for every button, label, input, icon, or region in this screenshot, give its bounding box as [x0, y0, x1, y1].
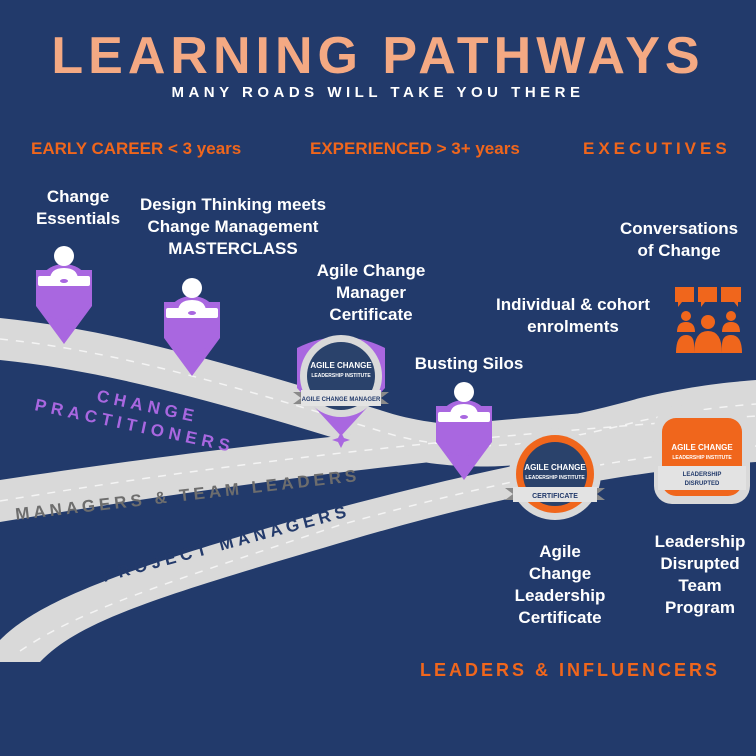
category-early-career: EARLY CAREER < 3 years: [31, 139, 242, 158]
page-title: LEARNING PATHWAYS: [51, 27, 705, 85]
svg-text:DISRUPTED: DISRUPTED: [685, 481, 720, 487]
course-conversations-of-change: Conversations of Change: [619, 219, 739, 260]
svg-text:LEADERSHIP INSTITUTE: LEADERSHIP INSTITUTE: [311, 373, 371, 379]
leadership-disrupted-badge: AGILE CHANGE LEADERSHIP INSTITUTE LEADER…: [654, 410, 750, 504]
learner-laptop-icon: [438, 382, 490, 422]
leaders-influencers-label: LEADERS & INFLUENCERS: [420, 660, 721, 680]
category-experienced: EXPERIENCED > 3+ years: [310, 139, 520, 158]
group-chat-icon: [675, 287, 742, 353]
agile-change-manager-badge: AGILE CHANGE LEADERSHIP INSTITUTE AGILE …: [293, 335, 389, 448]
course-leadership-disrupted-team-program: Leadership Disrupted Team Program: [654, 532, 746, 617]
svg-text:AGILE CHANGE MANAGER: AGILE CHANGE MANAGER: [302, 397, 381, 403]
category-executives: EXECUTIVES: [583, 139, 731, 158]
learner-laptop-icon: [38, 246, 90, 286]
learner-laptop-icon: [166, 278, 218, 318]
course-change-essentials: Change Essentials: [35, 187, 121, 228]
svg-text:AGILE CHANGE: AGILE CHANGE: [671, 443, 733, 452]
svg-text:LEADERSHIP INSTITUTE: LEADERSHIP INSTITUTE: [672, 455, 732, 461]
course-individual-cohort-enrolments: Individual & cohort enrolments: [496, 295, 650, 336]
svg-text:AGILE CHANGE: AGILE CHANGE: [310, 361, 372, 370]
course-agile-change-manager-certificate: Agile Change Manager Certificate: [316, 261, 426, 324]
svg-text:AGILE CHANGE: AGILE CHANGE: [524, 463, 586, 472]
svg-text:LEADERSHIP INSTITUTE: LEADERSHIP INSTITUTE: [525, 475, 585, 481]
agile-change-leadership-certificate-badge: AGILE CHANGE LEADERSHIP INSTITUTE CERTIF…: [505, 428, 605, 520]
course-design-thinking-masterclass: Design Thinking meets Change Management …: [139, 195, 327, 258]
svg-text:LEADERSHIP: LEADERSHIP: [683, 472, 722, 478]
course-busting-silos: Busting Silos: [414, 354, 524, 373]
course-agile-change-leadership-certificate: Agile Change Leadership Certificate: [514, 542, 606, 627]
svg-text:CERTIFICATE: CERTIFICATE: [532, 493, 578, 500]
page-subtitle: MANY ROADS WILL TAKE YOU THERE: [171, 84, 585, 101]
